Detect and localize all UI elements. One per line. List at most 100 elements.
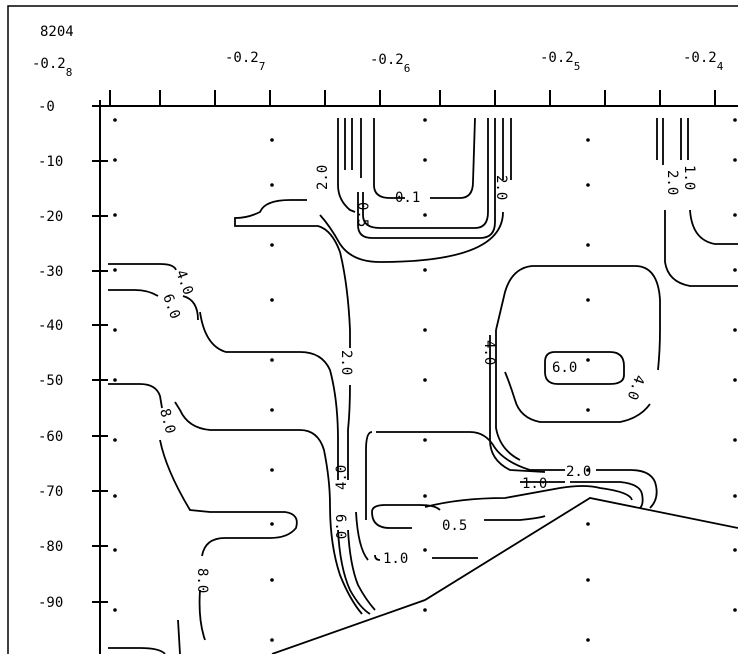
sample-dot bbox=[113, 378, 117, 382]
y-tick-label: -70 bbox=[38, 484, 63, 500]
contour-line bbox=[337, 118, 356, 213]
sample-dot bbox=[113, 328, 117, 332]
bottom-topography bbox=[271, 497, 738, 654]
sample-dot bbox=[270, 638, 274, 642]
sample-dot bbox=[586, 183, 590, 187]
y-tick-label: -60 bbox=[38, 429, 63, 445]
sample-dot bbox=[270, 138, 274, 142]
contour-line bbox=[347, 529, 376, 611]
sample-dot bbox=[586, 408, 590, 412]
contour-label: 1.0 bbox=[522, 476, 547, 492]
sample-dot bbox=[270, 468, 274, 472]
sample-dot bbox=[423, 158, 427, 162]
contour-line bbox=[376, 431, 565, 471]
contour-line bbox=[495, 265, 661, 371]
contour-label: 0.5 bbox=[442, 518, 467, 534]
contour-line bbox=[347, 384, 351, 480]
y-tick-label: -20 bbox=[38, 209, 63, 225]
contour-label: 6.0 bbox=[552, 360, 577, 376]
contour-lines bbox=[108, 117, 738, 654]
sample-dot bbox=[423, 118, 427, 122]
sample-dot bbox=[423, 438, 427, 442]
contour-line bbox=[365, 431, 373, 520]
contour-label: 1.0 bbox=[681, 165, 697, 190]
top-tick-label: -0.27 bbox=[225, 50, 265, 73]
sample-dot bbox=[733, 378, 737, 382]
sample-dot bbox=[733, 608, 737, 612]
left-ticks bbox=[92, 105, 108, 603]
contour-line bbox=[362, 118, 489, 229]
contour-line bbox=[177, 619, 181, 654]
sample-dot bbox=[113, 158, 117, 162]
y-tick-label: -50 bbox=[38, 373, 63, 389]
y-tick-label: -40 bbox=[38, 318, 63, 334]
contour-labels: 2.0 0.5 0.1 2.0 2.0 1.0 4.0 6.0 2.0 4.0 … bbox=[156, 165, 697, 594]
sample-dot bbox=[586, 522, 590, 526]
contour-line bbox=[319, 211, 504, 263]
contour-line bbox=[355, 511, 369, 561]
contour-label: 8.0 bbox=[156, 407, 178, 436]
contour-line bbox=[159, 439, 298, 557]
contour-line bbox=[329, 504, 363, 615]
sample-dot bbox=[113, 268, 117, 272]
sample-dot bbox=[733, 494, 737, 498]
station-label: 8204 bbox=[40, 24, 74, 40]
sample-dot bbox=[423, 548, 427, 552]
contour-line bbox=[374, 554, 381, 561]
y-tick-label: -30 bbox=[38, 264, 63, 280]
sample-dot bbox=[270, 522, 274, 526]
contour-line bbox=[108, 383, 163, 409]
sample-dot bbox=[423, 378, 427, 382]
contour-line bbox=[689, 209, 738, 245]
y-tick-label: -90 bbox=[38, 595, 63, 611]
top-tick-label: -0.26 bbox=[370, 52, 410, 75]
contour-label: 6.0 bbox=[332, 514, 348, 539]
sample-dot bbox=[586, 298, 590, 302]
contour-line bbox=[570, 481, 644, 509]
contour-line bbox=[234, 199, 351, 348]
sample-dot bbox=[586, 638, 590, 642]
contour-label: 4.0 bbox=[334, 465, 350, 490]
contour-line bbox=[108, 263, 177, 271]
top-ticks bbox=[109, 90, 716, 106]
contour-line bbox=[504, 371, 651, 423]
sample-dot bbox=[423, 494, 427, 498]
sample-dot bbox=[270, 183, 274, 187]
top-tick-labels: -0.28 -0.27 -0.26 -0.25 -0.24 bbox=[32, 50, 724, 79]
contour-line bbox=[495, 330, 521, 461]
sample-dot bbox=[586, 578, 590, 582]
sample-dot bbox=[733, 213, 737, 217]
contour-label: 0.1 bbox=[395, 190, 420, 206]
sample-dot bbox=[733, 158, 737, 162]
sample-dot bbox=[423, 328, 427, 332]
contour-label: 2.0 bbox=[664, 170, 680, 195]
sample-dot bbox=[733, 118, 737, 122]
sample-dot bbox=[733, 328, 737, 332]
sample-dot bbox=[423, 608, 427, 612]
contour-line bbox=[430, 117, 476, 199]
sample-dot bbox=[270, 358, 274, 362]
y-tick-labels: -0 -10 -20 -30 -40 -50 -60 -70 -80 -90 bbox=[38, 99, 63, 611]
sample-dot bbox=[733, 438, 737, 442]
sample-dots bbox=[113, 118, 737, 642]
contour-label: 0.5 bbox=[354, 202, 370, 227]
sample-dot bbox=[113, 548, 117, 552]
y-tick-label: -10 bbox=[38, 154, 63, 170]
sample-dot bbox=[113, 608, 117, 612]
contour-label: 6.0 bbox=[159, 292, 183, 321]
contour-label: 2.0 bbox=[315, 165, 331, 190]
contour-label: 1.0 bbox=[383, 551, 408, 567]
contour-label: 4.0 bbox=[172, 268, 196, 297]
sample-dot bbox=[733, 268, 737, 272]
sample-dot bbox=[423, 268, 427, 272]
y-tick-label: -0 bbox=[38, 99, 55, 115]
sample-dot bbox=[270, 243, 274, 247]
contour-line bbox=[371, 504, 441, 513]
contour-line bbox=[596, 469, 658, 509]
contour-label: 2.0 bbox=[338, 350, 354, 375]
y-tick-label: -80 bbox=[38, 539, 63, 555]
sample-dot bbox=[586, 243, 590, 247]
contour-label: 2.0 bbox=[566, 464, 591, 480]
sample-dot bbox=[113, 494, 117, 498]
